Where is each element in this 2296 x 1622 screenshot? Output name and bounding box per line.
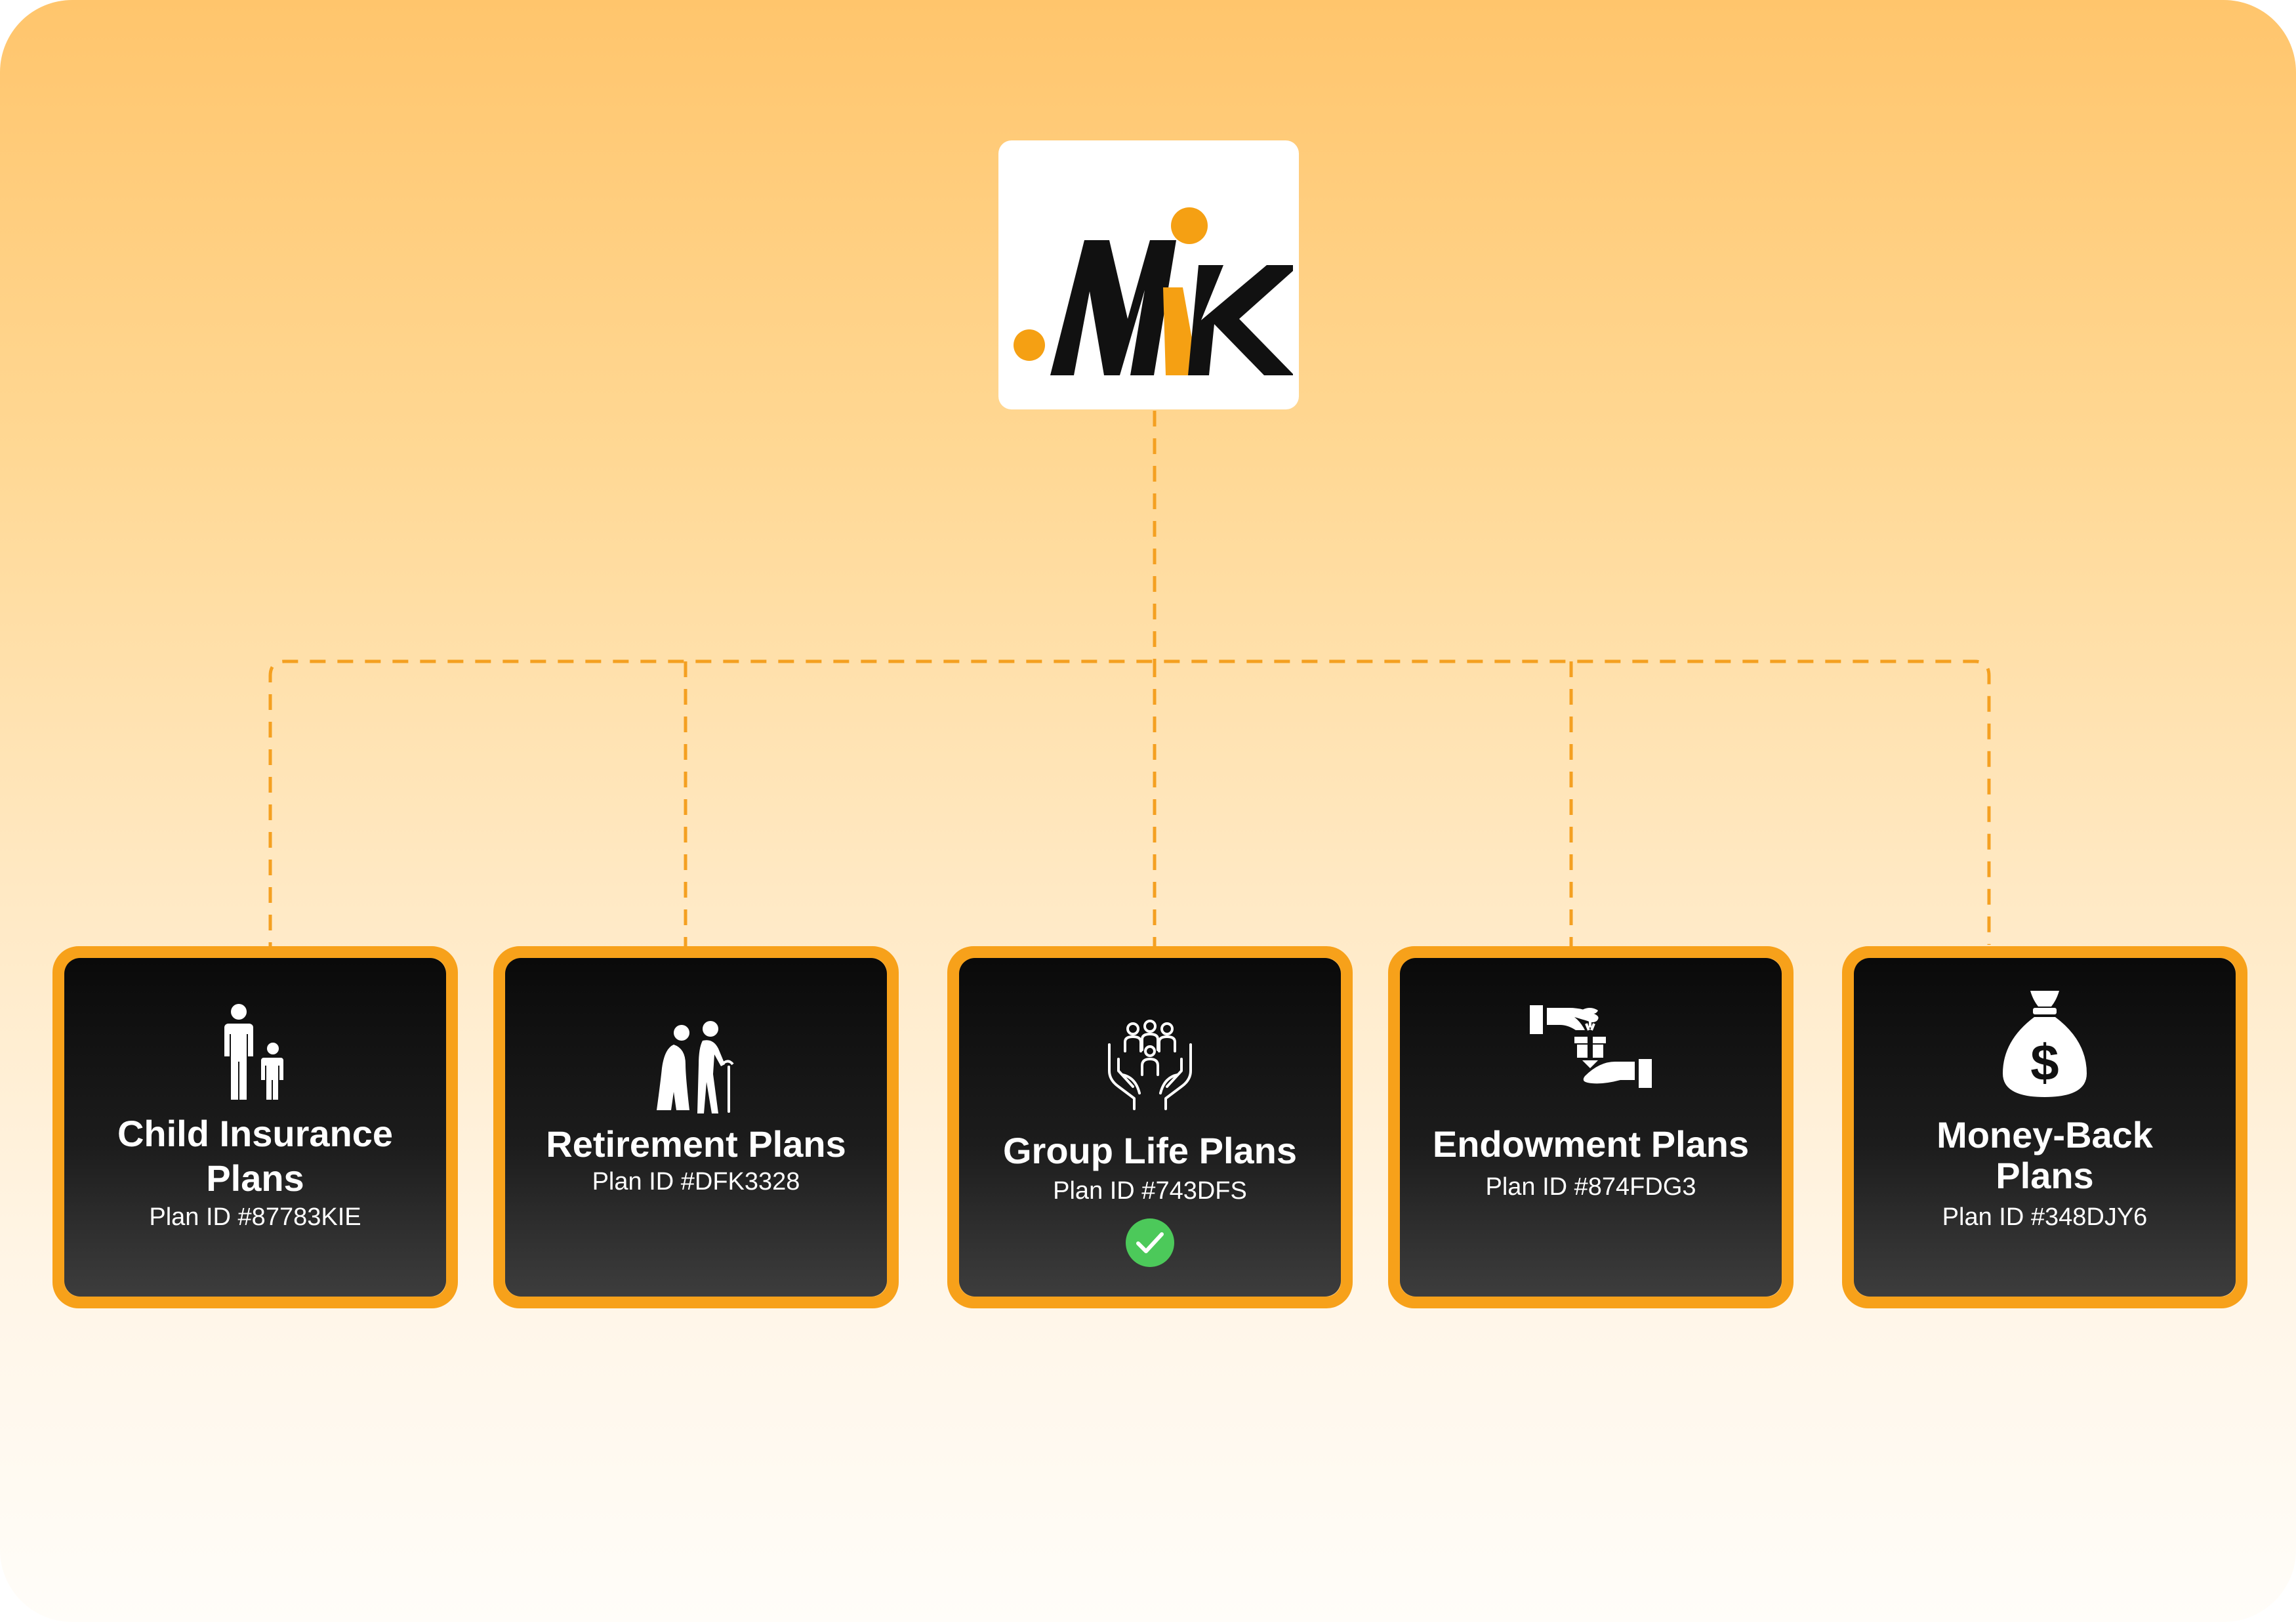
plan-title-line: Money-Back xyxy=(1937,1114,2153,1155)
card-body: Retirement Plans Plan ID #DFK3328 xyxy=(505,958,887,1297)
plan-title-line: Retirement Plans xyxy=(546,1123,846,1165)
company-logo-box xyxy=(998,140,1299,409)
plan-card-money-back[interactable]: $ Money-Back Plans Plan ID #348DJY6 xyxy=(1842,946,2247,1308)
parent-child-icon xyxy=(224,1004,283,1100)
plan-id: Plan ID #743DFS xyxy=(1053,1177,1247,1205)
plan-title: Group Life Plans xyxy=(972,1129,1328,1173)
plan-id: Plan ID #348DJY6 xyxy=(1942,1203,2148,1231)
plan-title-line: Group Life Plans xyxy=(1002,1130,1298,1171)
plan-id: Plan ID #DFK3328 xyxy=(592,1168,800,1196)
connector-bus xyxy=(268,659,1991,958)
plan-card-retirement[interactable]: Retirement Plans Plan ID #DFK3328 xyxy=(493,946,899,1308)
plan-title: Retirement Plans xyxy=(518,1122,874,1167)
card-body: Group Life Plans Plan ID #743DFS xyxy=(959,958,1341,1297)
mk-logo xyxy=(1014,207,1293,375)
plan-card-child-insurance[interactable]: Child Insurance Plans Plan ID #87783KIE xyxy=(52,946,458,1308)
plan-title-line: Plans xyxy=(1996,1155,2094,1196)
card-body: Child Insurance Plans Plan ID #87783KIE xyxy=(64,958,446,1297)
plan-title-line: Plans xyxy=(206,1157,304,1199)
svg-text:$: $ xyxy=(2030,1033,2059,1091)
plan-id: Plan ID #874FDG3 xyxy=(1485,1173,1696,1201)
plan-title-line: Child Insurance xyxy=(117,1113,394,1154)
plan-id: Plan ID #87783KIE xyxy=(149,1203,361,1231)
plan-title-line: Endowment Plans xyxy=(1432,1123,1750,1165)
plan-card-endowment[interactable]: Endowment Plans Plan ID #874FDG3 xyxy=(1388,946,1794,1308)
card-body: Endowment Plans Plan ID #874FDG3 xyxy=(1400,958,1782,1297)
plan-card-group-life[interactable]: Group Life Plans Plan ID #743DFS xyxy=(947,946,1353,1308)
selected-check-icon xyxy=(1126,1218,1174,1267)
elderly-couple-icon xyxy=(657,1021,734,1113)
plan-title: Endowment Plans xyxy=(1413,1122,1769,1167)
card-body: $ Money-Back Plans Plan ID #348DJY6 xyxy=(1854,958,2236,1297)
money-bag-icon: $ xyxy=(2003,991,2087,1097)
plan-title: Money-Back Plans xyxy=(1867,1113,2223,1198)
plan-title: Child Insurance Plans xyxy=(77,1112,433,1201)
family-hands-icon xyxy=(1108,1020,1192,1110)
hand-gift-icon xyxy=(1530,1005,1652,1088)
